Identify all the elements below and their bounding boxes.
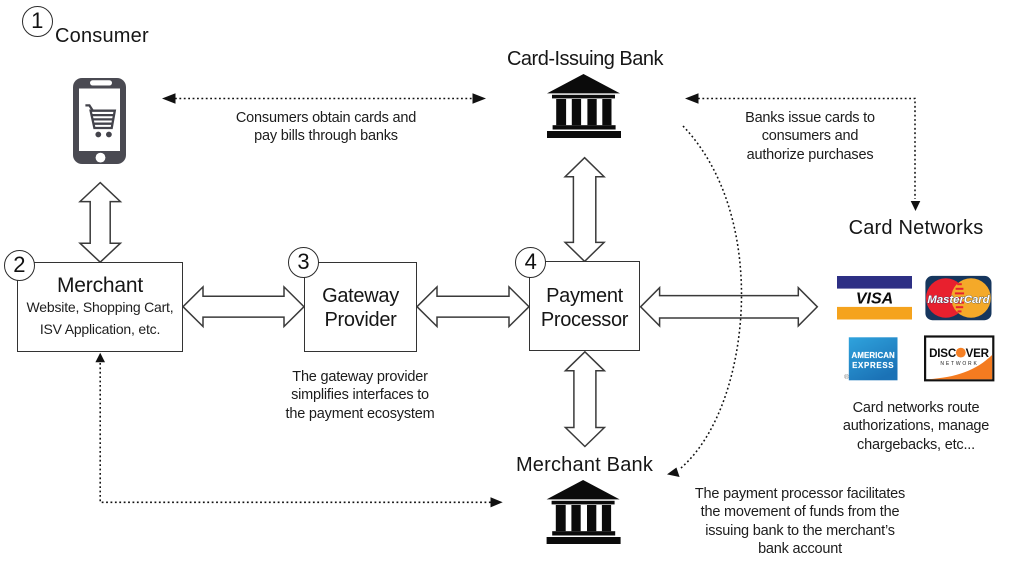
svg-text:NETWORK: NETWORK <box>940 361 978 367</box>
svg-text:MasterCard: MasterCard <box>927 294 990 306</box>
svg-text:VER: VER <box>966 347 990 360</box>
svg-text:DISC: DISC <box>929 347 957 360</box>
svg-text:AMERICAN: AMERICAN <box>852 351 896 360</box>
svg-text:EXPRESS: EXPRESS <box>852 361 894 370</box>
svg-text:VISA: VISA <box>856 291 893 308</box>
svg-text:®: ® <box>844 373 849 381</box>
